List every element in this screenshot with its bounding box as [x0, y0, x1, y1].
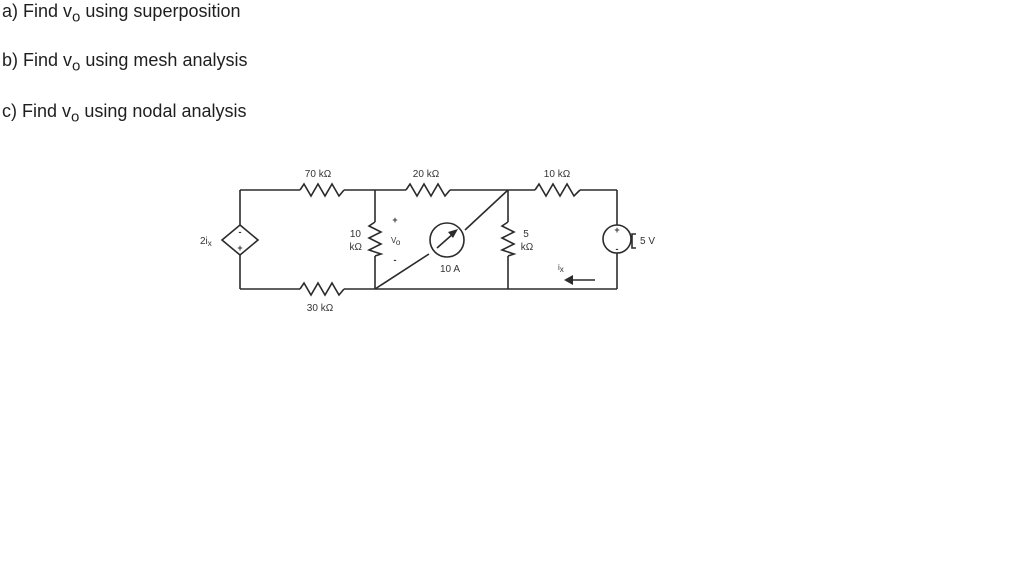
- question-a-text-before: Find v: [18, 1, 73, 21]
- question-b-text-after: using mesh analysis: [80, 50, 248, 70]
- question-a-letter: a): [2, 1, 19, 21]
- question-c-text-before: Find v: [17, 101, 72, 121]
- ix-label-main: i: [558, 263, 560, 272]
- dep-source-minus: -: [239, 227, 242, 237]
- question-c-text-after: using nodal analysis: [79, 101, 247, 121]
- circuit-labels: 70 kΩ 20 kΩ 10 kΩ 30 kΩ 10 kΩ 5 kΩ 2ix +…: [200, 169, 655, 314]
- dependent-voltage-source: - +: [220, 223, 260, 257]
- label-5k-unit: kΩ: [521, 242, 534, 253]
- question-b-letter: b): [2, 50, 19, 70]
- ix-arrow-icon: [564, 275, 595, 285]
- question-c: c) Find vo using nodal analysis: [2, 100, 246, 129]
- resistor-5k: [499, 221, 517, 257]
- dep-source-plus: +: [237, 243, 242, 253]
- resistor-10k-mid: [366, 221, 384, 257]
- label-10k-mid-value: 10: [350, 229, 362, 240]
- vo-minus: -: [394, 255, 397, 265]
- label-20k: 20 kΩ: [413, 169, 440, 180]
- question-c-subscript: o: [71, 108, 80, 126]
- label-5v: 5 V: [640, 236, 655, 247]
- circuit-wires: [239, 189, 618, 290]
- voltage-source-minus: -: [616, 244, 619, 254]
- question-a-text-after: using superposition: [80, 1, 241, 21]
- label-30k: 30 kΩ: [307, 303, 334, 314]
- ix-label-sub: x: [560, 265, 564, 274]
- dep-source-label-sub: x: [208, 239, 212, 248]
- label-dependent-source: 2ix: [200, 236, 212, 248]
- question-c-letter: c): [2, 101, 17, 121]
- resistor-10k-top: [534, 182, 581, 198]
- vo-label-sub: o: [396, 238, 401, 247]
- current-source-arrow-icon: [448, 229, 458, 238]
- resistor-20k: [405, 182, 451, 198]
- label-5v-bracket: [631, 233, 636, 249]
- question-b-text-before: Find v: [18, 50, 73, 70]
- question-b: b) Find vo using mesh analysis: [2, 49, 247, 78]
- voltage-source-plus: +: [614, 225, 619, 235]
- resistor-70k: [299, 182, 345, 198]
- label-10k-top: 10 kΩ: [544, 169, 571, 180]
- question-b-subscript: o: [72, 57, 81, 75]
- question-a: a) Find vo using superposition: [2, 0, 241, 29]
- current-source-10a: [429, 222, 465, 258]
- voltage-source-5v: + -: [602, 224, 632, 254]
- vo-label-main: V: [391, 236, 397, 245]
- label-vo: Vo: [391, 236, 401, 247]
- label-ix: ix: [558, 263, 564, 274]
- resistors: [299, 182, 581, 297]
- resistor-30k: [299, 281, 345, 297]
- label-70k: 70 kΩ: [305, 169, 332, 180]
- label-10a: 10 A: [440, 264, 460, 275]
- question-a-subscript: o: [72, 8, 81, 26]
- label-10k-mid-unit: kΩ: [350, 242, 363, 253]
- vo-plus: +: [392, 215, 397, 225]
- label-5k-value: 5: [523, 229, 529, 240]
- dep-source-label-main: 2i: [200, 236, 208, 247]
